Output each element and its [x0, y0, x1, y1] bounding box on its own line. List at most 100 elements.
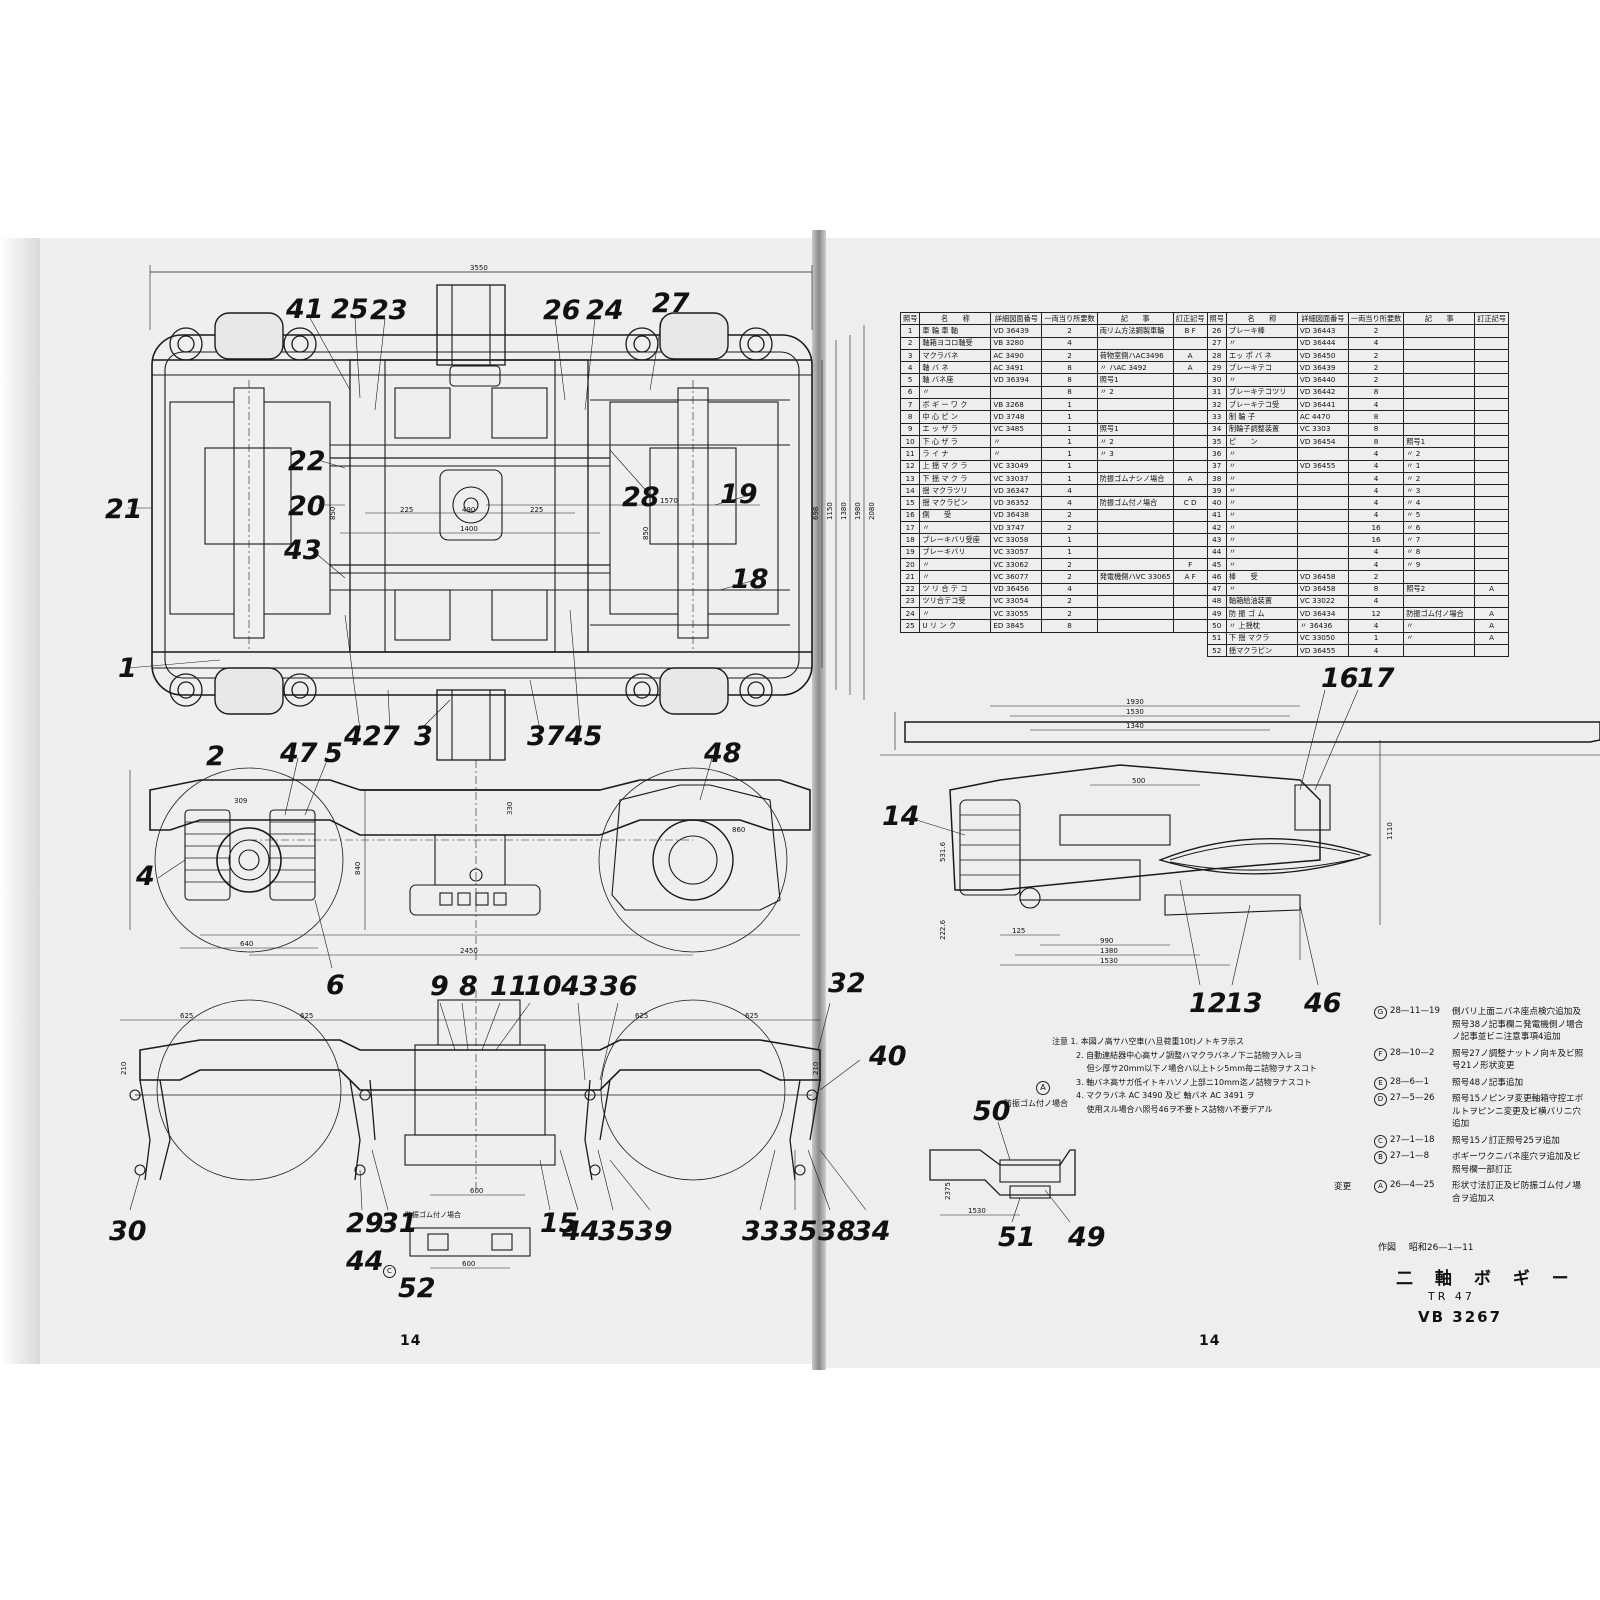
part-name: 制 輪 子 — [1225, 410, 1298, 424]
revision-text: 形状寸法訂正及ビ防振ゴム付ノ場合ヲ追加ス — [1452, 1181, 1581, 1204]
dim-210-left: 210 — [120, 1062, 128, 1075]
part-name: 棒 受 — [1225, 570, 1298, 584]
part-drawing — [991, 645, 1042, 657]
part-qty: 2 — [1041, 521, 1098, 535]
part-name: 下 揺 マ ク ラ — [919, 471, 992, 486]
part-drawing: VD 36455 — [1296, 459, 1349, 473]
revision-date: 27—1—8 — [1390, 1151, 1430, 1161]
part-drawing: VD 36440 — [1296, 373, 1349, 387]
part-no: 3 — [899, 348, 921, 363]
part-name: 軸箱ヨコロ軸受 — [919, 336, 992, 350]
drawing-title: 二 軸 ボ ギ ー — [1396, 1269, 1577, 1289]
drawing-number: VB 3267 — [1418, 1308, 1503, 1326]
part-no: 19 — [899, 545, 921, 559]
part-name: 揺 マクラピン — [919, 496, 992, 510]
drawn-label: 作図 — [1378, 1243, 1397, 1253]
part-rev: A — [1474, 619, 1509, 633]
part-drawing: VB 3268 — [990, 398, 1043, 412]
revision-date: 27—1—18 — [1390, 1134, 1435, 1145]
note-4b: 使用スル場合ハ照号46ヲ不要トス詰物ハ不要デアル — [1076, 1104, 1273, 1114]
part-rev: C D — [1172, 496, 1208, 510]
part-qty: 1 — [1041, 459, 1098, 473]
part-no: 29 — [1206, 361, 1227, 375]
callout-28: 28 — [622, 482, 660, 513]
part-name: 中 心 ピ ン — [919, 410, 992, 424]
callout-17: 17 — [1357, 663, 1395, 694]
callout-1: 1 — [118, 653, 137, 684]
part-name: 〃 — [1225, 459, 1298, 473]
callout-35-left: 35 — [598, 1216, 636, 1247]
part-rev — [1474, 557, 1509, 572]
part-no: 22 — [899, 582, 921, 596]
parts-table-header: 照号 名 称 詳細図面番号 一両当り所要数 記 事 訂正記号 照号 名 称 詳細… — [899, 311, 1509, 326]
page-number-right: 14 — [1199, 1333, 1221, 1349]
part-no: 25 — [899, 619, 921, 633]
part-name: 軸箱給油装置 — [1225, 594, 1298, 609]
dim-625-a: 625 — [180, 1012, 193, 1020]
part-note: 照号1 — [1096, 373, 1174, 387]
note-2: 2. 自動連結器中心高サノ調整ハマクラバネノ下ニ詰物ヲ入レヨ — [1076, 1050, 1302, 1060]
part-rev: A — [1172, 348, 1208, 363]
part-qty: 8 — [1347, 385, 1405, 400]
notes-line: 注意 1. 本図ノ高サハ空車(ハ旦荷重10t)ノトキヲ示ス — [1052, 1035, 1352, 1049]
part-rev: A — [1474, 607, 1509, 621]
dim-1930: 1930 — [1126, 698, 1144, 706]
callout-8: 8 — [459, 971, 478, 1002]
part-rev — [1172, 385, 1208, 400]
callout-39: 39 — [635, 1216, 673, 1247]
part-qty: 4 — [1347, 447, 1405, 461]
note-2b: 但シ厚サ20mm以下ノ場合ハ以上トシ5mm毎ニ詰物ヲナスコト — [1076, 1064, 1317, 1074]
revision-mark: D — [1374, 1093, 1387, 1106]
part-name: 下 揺 マクラ — [1225, 631, 1298, 646]
part-qty: 4 — [1347, 557, 1405, 572]
part-qty: 1 — [1041, 447, 1098, 461]
part-no: 2 — [899, 336, 921, 350]
part-name: ブレーキバリ — [919, 545, 992, 559]
part-name: 〃 — [1225, 484, 1298, 498]
dim-860: 860 — [732, 826, 745, 834]
part-drawing — [1296, 521, 1349, 535]
part-note: 〃 4 — [1403, 496, 1476, 510]
part-drawing: VB 3280 — [990, 336, 1043, 350]
callout-45: 45 — [565, 721, 603, 752]
part-qty: 4 — [1347, 336, 1405, 350]
part-rev — [1474, 324, 1509, 338]
revision-mark: C — [1374, 1134, 1387, 1148]
part-note: 〃 2 — [1403, 471, 1476, 486]
part-qty: 4 — [1347, 594, 1405, 609]
part-note — [1097, 632, 1173, 644]
part-drawing: VD 36458 — [1296, 570, 1349, 584]
part-qty: 4 — [1041, 582, 1098, 596]
revision-text: 照号15ノピンヲ変更軸箱守控エボルトヲピンニ変更及ビ横バリニ穴追加 — [1452, 1094, 1584, 1129]
callout-42: 42 — [344, 721, 382, 752]
revision-date: 28—6—1 — [1390, 1076, 1430, 1087]
part-no: 21 — [899, 570, 921, 584]
part-rev — [1474, 434, 1509, 449]
revision-text: ボギーワクニバネ座穴ヲ追加及ビ照号欄一部訂正 — [1452, 1152, 1581, 1175]
dim-625-b: 625 — [300, 1012, 313, 1020]
part-qty: 1 — [1041, 410, 1098, 424]
revision-label: 変更 — [1334, 1182, 1352, 1192]
callout-3: 3 — [414, 721, 433, 752]
part-drawing: VC 33062 — [990, 557, 1043, 572]
part-qty: 2 — [1041, 324, 1098, 338]
part-qty: 4 — [1347, 484, 1405, 498]
part-name: ボ ギ ー ワ ク — [919, 398, 992, 412]
part-drawing: VD 36439 — [1296, 361, 1349, 375]
col-name-2: 名 称 — [1225, 311, 1298, 326]
part-qty: 4 — [1041, 484, 1098, 498]
part-rev: A — [1172, 471, 1208, 486]
part-qty: 2 — [1347, 348, 1405, 363]
part-name: 〃 — [919, 570, 992, 584]
revision-mark: E — [1374, 1076, 1387, 1090]
part-drawing: 〃 — [990, 434, 1043, 449]
callout-26: 26 — [543, 295, 581, 326]
part-no: 52 — [1206, 644, 1227, 658]
